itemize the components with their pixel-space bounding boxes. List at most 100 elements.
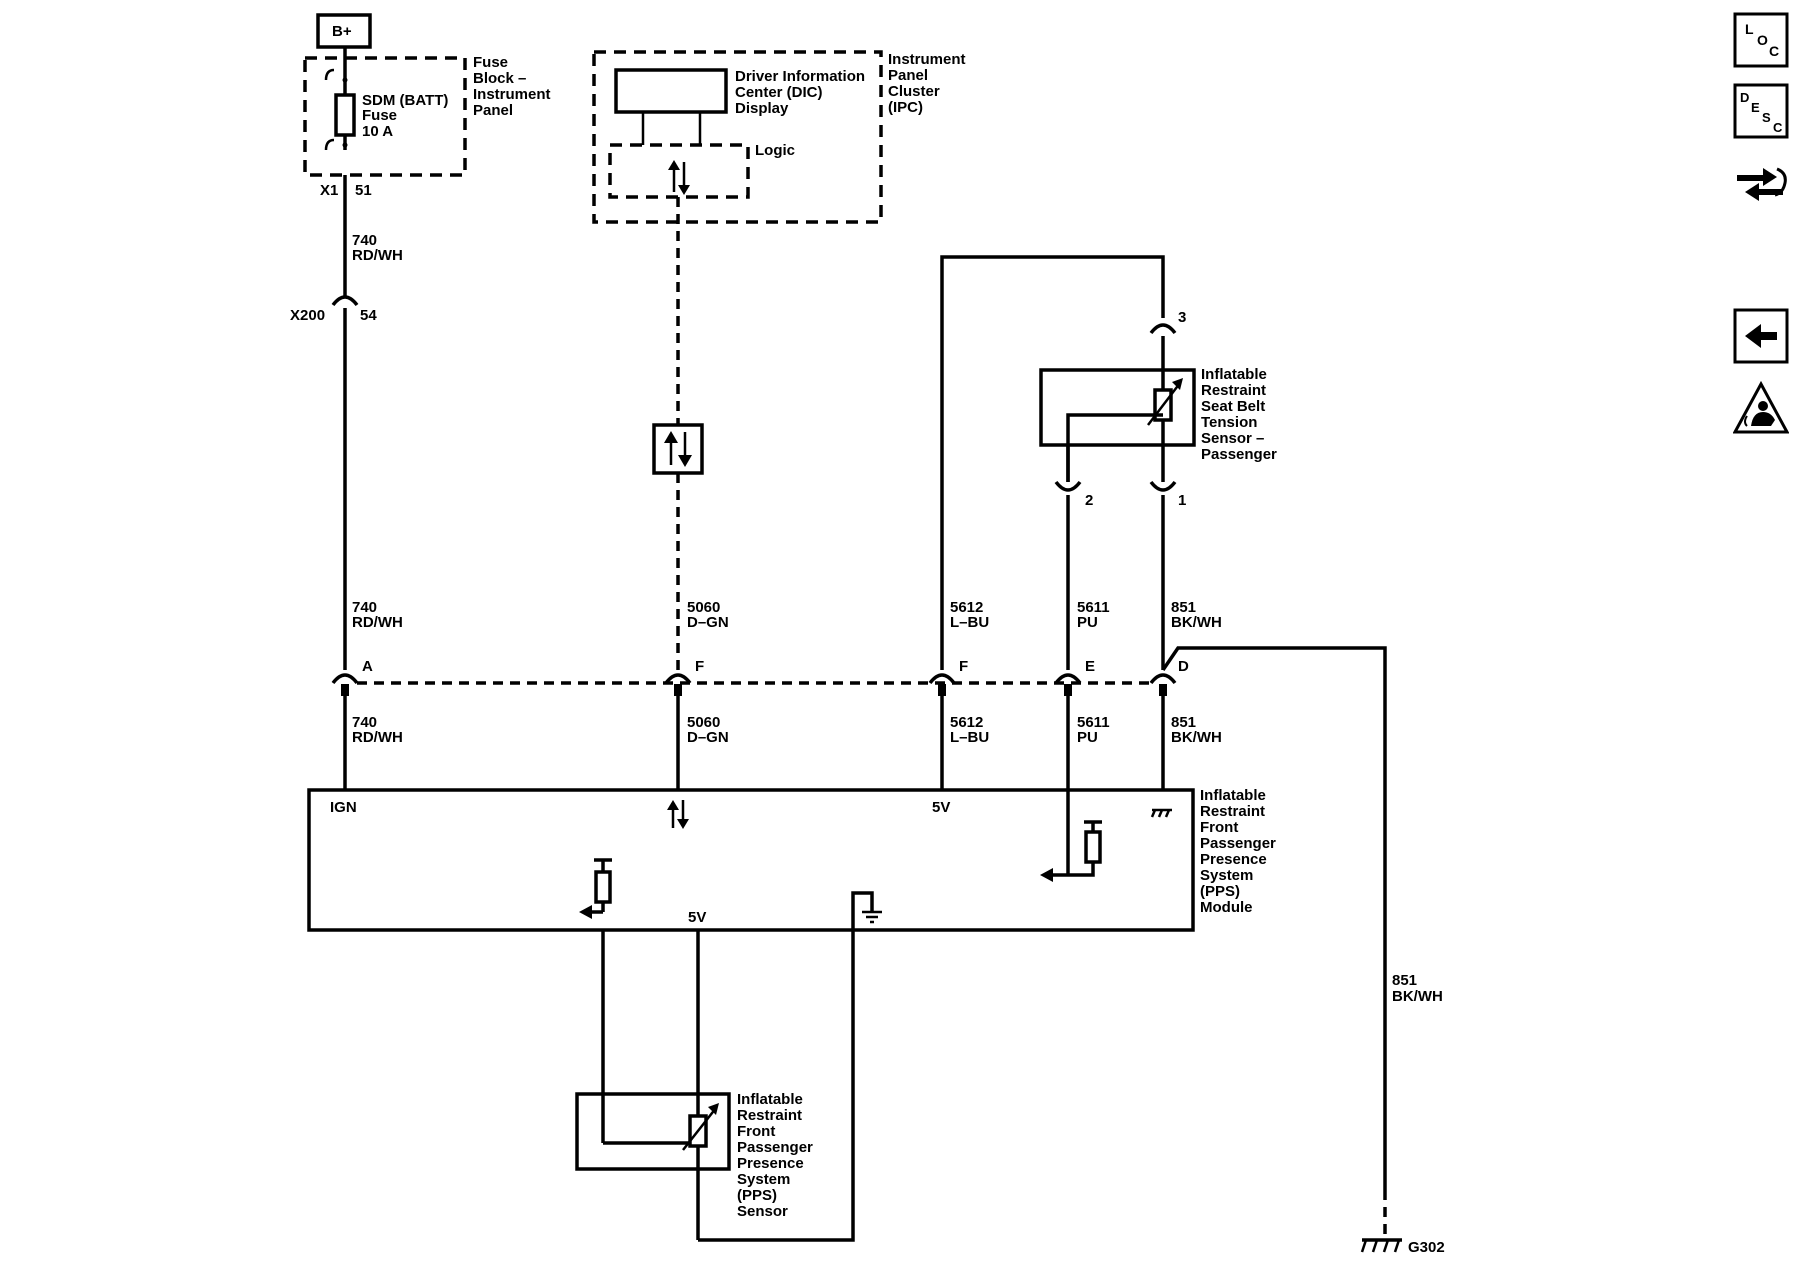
airbag-warning-icon[interactable] — [1732, 380, 1790, 436]
sensor-pin-3: 3 — [1178, 309, 1186, 326]
x1-connector: X1 — [320, 182, 338, 199]
x200-pin: 54 — [360, 307, 377, 324]
wire-5611-low-num: 5611 — [1077, 714, 1110, 731]
seat-belt-sensor-label-5: Sensor – — [1201, 430, 1264, 447]
sdm-fuse — [334, 93, 356, 137]
pullup-resistor-1 — [1084, 830, 1102, 864]
battery-label: B+ — [332, 23, 352, 40]
seat-belt-tension-sensor: 3 2 1 — [1039, 309, 1196, 509]
sensor-pin-2: 2 — [1085, 492, 1093, 509]
wire-5060-mid-num: 5060 — [687, 599, 720, 616]
wire-740-mid-color: RD/WH — [352, 614, 403, 631]
pps-module-label-6: System — [1200, 867, 1253, 884]
pps-sensor-label-8: Sensor — [737, 1203, 788, 1220]
pps-sensor-label-1: Inflatable — [737, 1091, 803, 1108]
module-data-arrow-icon — [667, 800, 689, 829]
ground-symbol — [1360, 1238, 1402, 1253]
loc-letter-l: L — [1745, 21, 1754, 37]
fuse-name: SDM (BATT) — [362, 92, 448, 109]
seat-belt-sensor-label-3: Seat Belt — [1201, 398, 1265, 415]
inline-connector-row: A F F E D — [331, 658, 1189, 696]
pps-sensor-label-4: Passenger — [737, 1139, 813, 1156]
pullup-resistor-2 — [594, 870, 612, 904]
desc-letter-s: S — [1762, 110, 1771, 125]
connector-icon[interactable] — [1733, 155, 1789, 211]
pps-module-label-8: Module — [1200, 899, 1253, 916]
x200-connector: X200 54 — [290, 295, 377, 324]
ipc-label-3: Cluster — [888, 83, 940, 100]
ground-label: G302 — [1408, 1239, 1445, 1256]
pps-module: IGN 5V 5V — [307, 788, 1195, 932]
desc-letter-d: D — [1740, 90, 1749, 105]
pin-f-1: F — [695, 658, 704, 675]
pin-a: A — [362, 658, 373, 675]
ipc-label-2: Panel — [888, 67, 928, 84]
pps-sensor — [575, 1092, 731, 1171]
fuse-block-label-3: Instrument — [473, 86, 551, 103]
logic-block — [608, 143, 750, 199]
pps-module-label-5: Presence — [1200, 851, 1267, 868]
ipc-label-1: Instrument — [888, 51, 966, 68]
wire-5060-mid-color: D–GN — [687, 614, 729, 631]
wire-5612-mid-num: 5612 — [950, 599, 983, 616]
logic-label: Logic — [755, 142, 795, 159]
pps-sensor-label-5: Presence — [737, 1155, 804, 1172]
bidirectional-arrow-icon — [668, 160, 690, 195]
fuse-block-label-1: Fuse — [473, 54, 508, 71]
module-ground-icon — [1150, 808, 1172, 818]
wire-740-low-color: RD/WH — [352, 729, 403, 746]
v5-top-label: 5V — [932, 799, 950, 816]
pps-module-label-1: Inflatable — [1200, 787, 1266, 804]
pps-sensor-label-7: (PPS) — [737, 1187, 777, 1204]
seat-belt-sensor-label-1: Inflatable — [1201, 366, 1267, 383]
loc-letter-o: O — [1757, 32, 1768, 48]
fuse-rating: 10 A — [362, 123, 393, 140]
fuse-block-label-4: Panel — [473, 102, 513, 119]
wire-851-mid-color: BK/WH — [1171, 614, 1222, 631]
x1-pin: 51 — [355, 182, 372, 199]
pin-d: D — [1178, 658, 1189, 675]
pin-e: E — [1085, 658, 1095, 675]
dic-label-2: Center (DIC) — [735, 84, 823, 101]
wire-5612-low-num: 5612 — [950, 714, 983, 731]
pin-f-2: F — [959, 658, 968, 675]
wire-5612-low-color: L–BU — [950, 729, 989, 746]
wire-5611-mid-num: 5611 — [1077, 599, 1110, 616]
pps-module-label-2: Restraint — [1200, 803, 1265, 820]
wire-740-top-color: RD/WH — [352, 247, 403, 264]
pps-sensor-label-2: Restraint — [737, 1107, 802, 1124]
pps-sensor-label-3: Front — [737, 1123, 775, 1140]
wire-740-mid-num: 740 — [352, 599, 377, 616]
pps-module-label-7: (PPS) — [1200, 883, 1240, 900]
wire-851-low-color: BK/WH — [1171, 729, 1222, 746]
wire-5060-low-color: D–GN — [687, 729, 729, 746]
back-arrow-icon[interactable] — [1733, 308, 1789, 364]
desc-button[interactable]: D E S C — [1733, 83, 1789, 139]
x200-label: X200 — [290, 307, 325, 324]
wire-740-top-num: 740 — [352, 232, 377, 249]
desc-letter-e: E — [1751, 100, 1760, 115]
fuse-block: SDM (BATT) Fuse 10 A — [303, 56, 467, 177]
pps-module-label-3: Front — [1200, 819, 1238, 836]
pps-sensor-label-6: System — [737, 1171, 790, 1188]
desc-letter-c: C — [1773, 120, 1783, 135]
sensor-pin-1: 1 — [1178, 492, 1186, 509]
pps-module-label-4: Passenger — [1200, 835, 1276, 852]
wire-851-ground-color: BK/WH — [1392, 988, 1443, 1005]
wire-851-mid-num: 851 — [1171, 599, 1196, 616]
wire-851-low-num: 851 — [1171, 714, 1196, 731]
loc-button[interactable]: L O C — [1733, 12, 1789, 68]
instrument-panel-cluster — [592, 50, 883, 224]
wire-5611-mid-color: PU — [1077, 614, 1098, 631]
ipc-label-4: (IPC) — [888, 99, 923, 116]
seat-belt-sensor-label-4: Tension — [1201, 414, 1257, 431]
loc-letter-c: C — [1769, 43, 1779, 59]
ign-label: IGN — [330, 799, 357, 816]
seat-belt-sensor-label-2: Restraint — [1201, 382, 1266, 399]
dic-label-1: Driver Information — [735, 68, 865, 85]
fuse-name-2: Fuse — [362, 107, 397, 124]
dic-display — [614, 68, 728, 114]
wire-5060-low-num: 5060 — [687, 714, 720, 731]
serial-data-icon — [652, 423, 704, 475]
